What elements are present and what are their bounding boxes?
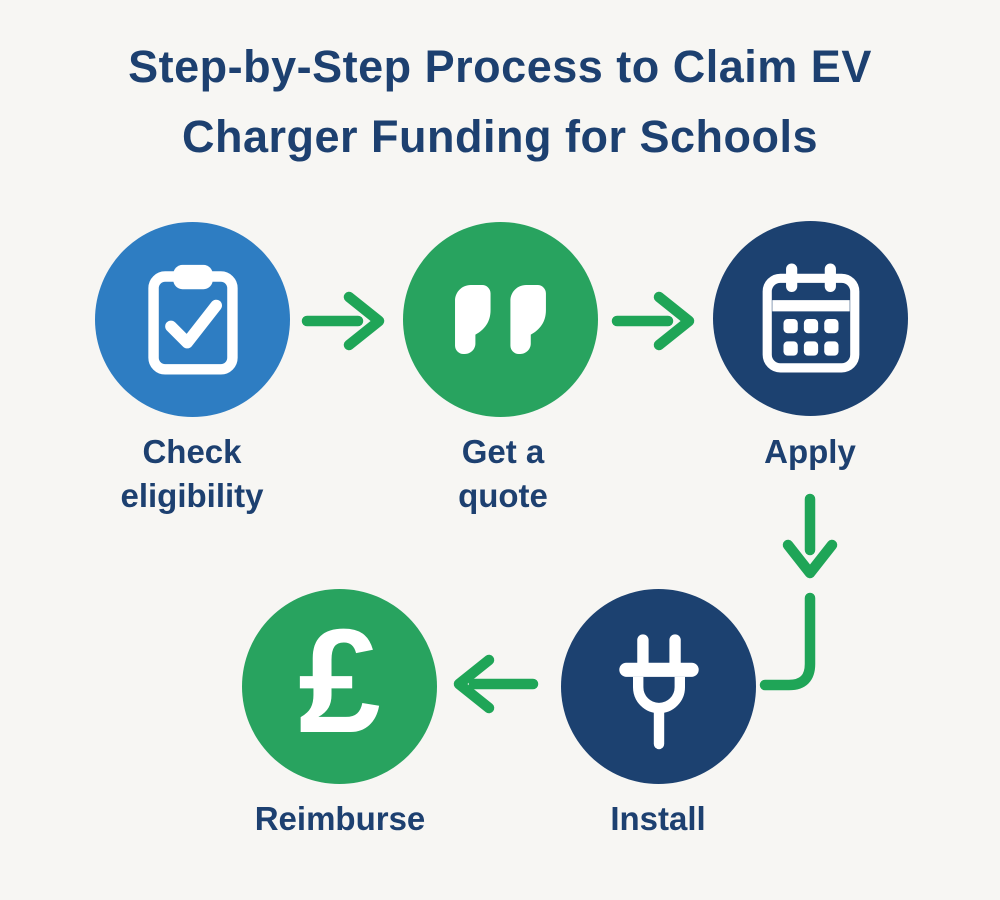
page-title: Step-by-Step Process to Claim EV Charger… [0, 32, 1000, 172]
quote-icon [454, 284, 546, 354]
page-title-line-1: Step-by-Step Process to Claim EV [128, 41, 872, 92]
elbow-connector [759, 592, 816, 691]
step-label: Reimburse [254, 800, 426, 837]
step-circle: £ [242, 589, 437, 784]
step-label: Apply [764, 433, 856, 470]
pound-sterling-icon: £ [298, 598, 381, 764]
arrow-right-icon [301, 291, 385, 351]
plug-icon [618, 633, 699, 749]
page-title-line-2: Charger Funding for Schools [181, 111, 818, 162]
arrow-right-icon [611, 291, 695, 351]
step-circle [561, 589, 756, 784]
arrow-left-icon [453, 654, 539, 714]
step-circle [713, 221, 908, 416]
step-label: Get a quote [458, 433, 548, 514]
clipboard-check-icon [147, 264, 238, 375]
calendar-icon [762, 263, 859, 372]
step-circle [95, 222, 290, 417]
step-label: Check eligibility [120, 433, 264, 514]
arrow-down-icon [782, 493, 838, 579]
step-label: Install [610, 800, 706, 837]
step-circle [403, 222, 598, 417]
